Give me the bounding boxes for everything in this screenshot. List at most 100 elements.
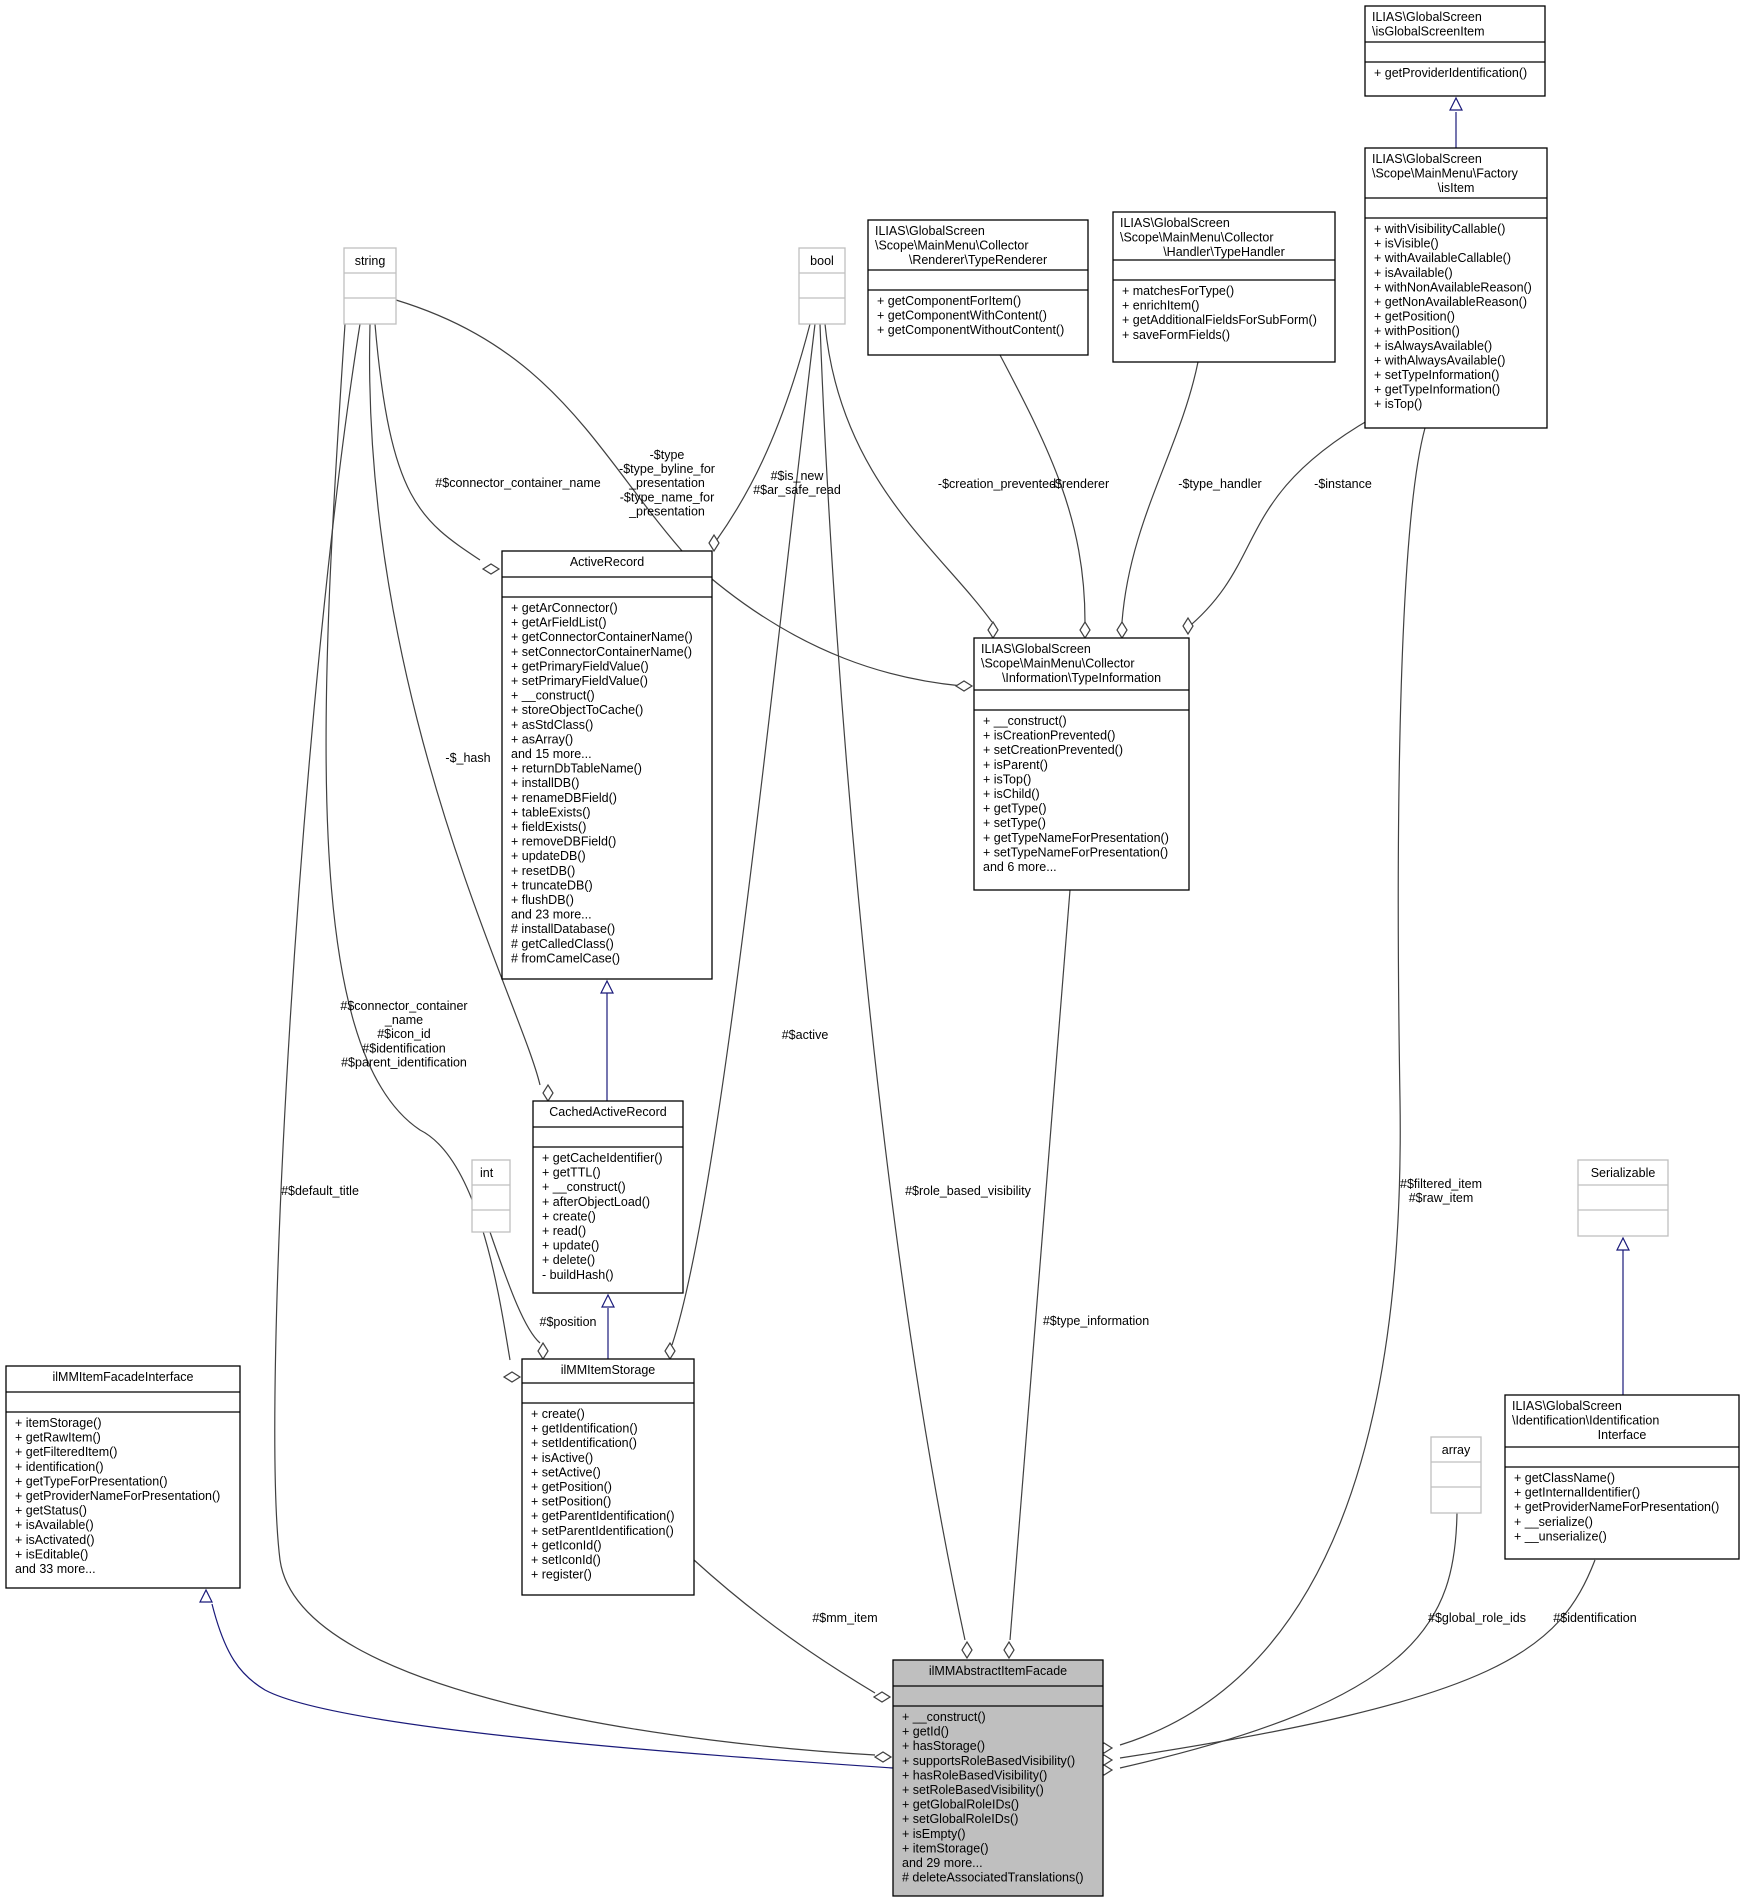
class-member: + setPosition() <box>531 1495 611 1509</box>
class-member: and 33 more... <box>15 1562 96 1576</box>
class-member: + hasStorage() <box>902 1739 985 1753</box>
aggregation-diamond <box>1079 620 1091 640</box>
class-int[interactable]: int <box>471 1159 511 1233</box>
class-active-record[interactable]: ActiveRecord+ getArConnector()+ getArFie… <box>501 550 713 980</box>
edge-label-storage-strings: #$connector_container_name#$icon_id#$ide… <box>340 999 467 1069</box>
class-title-line: CachedActiveRecord <box>549 1105 666 1119</box>
class-member: + hasRoleBasedVisibility() <box>902 1768 1047 1782</box>
class-member: + getPrimaryFieldValue() <box>511 659 649 673</box>
class-member: + getTypeNameForPresentation() <box>983 831 1169 845</box>
aggregation-diamond <box>664 1341 676 1361</box>
class-member: + setActive() <box>531 1465 601 1479</box>
class-string[interactable]: string <box>343 247 397 325</box>
edge-label-active: #$active <box>782 1028 829 1042</box>
class-member: + getArFieldList() <box>511 616 607 630</box>
class-type-handler[interactable]: ILIAS\GlobalScreen\Scope\MainMenu\Collec… <box>1112 211 1336 363</box>
class-member: + withAlwaysAvailable() <box>1374 353 1505 367</box>
class-member: + getGlobalRoleIDs() <box>902 1798 1019 1812</box>
class-title-line: ILIAS\GlobalScreen <box>875 224 985 238</box>
aggregation-diamond <box>537 1341 549 1361</box>
class-member: + flushDB() <box>511 893 574 907</box>
class-member: + setType() <box>983 816 1046 830</box>
class-member: + afterObjectLoad() <box>542 1195 650 1209</box>
aggregation-diamond <box>708 533 720 553</box>
aggregation-diamond <box>873 1751 893 1763</box>
class-member: + isActivated() <box>15 1533 95 1547</box>
class-il-mmabstract-item-facade[interactable]: ilMMAbstractItemFacade+ __construct()+ g… <box>892 1659 1104 1897</box>
edge-label-hash: -$_hash <box>445 751 490 765</box>
class-identification-interface[interactable]: ILIAS\GlobalScreen\Identification\Identi… <box>1504 1394 1740 1560</box>
class-title-line: \Handler\TypeHandler <box>1163 245 1285 259</box>
class-member: + isChild() <box>983 787 1040 801</box>
class-title-line: \Renderer\TypeRenderer <box>909 253 1047 267</box>
inheritance-arrow <box>199 1588 213 1603</box>
class-member: + withAvailableCallable() <box>1374 251 1511 265</box>
class-member: + truncateDB() <box>511 878 593 892</box>
class-member: + __construct() <box>983 714 1067 728</box>
edge-label-filtered-item: #$filtered_item#$raw_item <box>1400 1177 1482 1205</box>
class-member: + isEditable() <box>15 1547 88 1561</box>
class-is-global-screen-item[interactable]: ILIAS\GlobalScreen\isGlobalScreenItem+ g… <box>1364 5 1546 97</box>
edge-label-type: -$type-$type_byline_for_presentation-$ty… <box>619 448 715 518</box>
class-member: + asArray() <box>511 732 573 746</box>
class-member: + setPrimaryFieldValue() <box>511 674 648 688</box>
class-title-line: ActiveRecord <box>570 555 644 569</box>
class-member: + saveFormFields() <box>1122 328 1230 342</box>
aggregation-diamond <box>987 620 999 640</box>
edge-label-type-information: #$type_information <box>1043 1314 1149 1328</box>
aggregation-diamond <box>1116 620 1128 640</box>
class-member: + setGlobalRoleIDs() <box>902 1812 1018 1826</box>
class-is-item[interactable]: ILIAS\GlobalScreen\Scope\MainMenu\Factor… <box>1364 147 1548 429</box>
class-member: + matchesForType() <box>1122 284 1234 298</box>
class-title-line: \Scope\MainMenu\Collector <box>875 239 1029 253</box>
class-type-information[interactable]: ILIAS\GlobalScreen\Scope\MainMenu\Collec… <box>973 637 1190 891</box>
inheritance-arrow <box>1616 1236 1630 1251</box>
aggregation-diamond <box>872 1691 892 1703</box>
class-il-mmitem-storage[interactable]: ilMMItemStorage+ create()+ getIdentifica… <box>521 1358 695 1596</box>
class-serializable[interactable]: Serializable <box>1577 1159 1669 1237</box>
edge-typeinformation-to-facade <box>1009 889 1071 1641</box>
class-member: + setCreationPrevented() <box>983 743 1123 757</box>
class-title-line: \Scope\MainMenu\Factory <box>1372 167 1519 181</box>
edge-storage-to-facade <box>693 1559 876 1694</box>
class-member: # deleteAssociatedTranslations() <box>902 1871 1084 1885</box>
class-name: Serializable <box>1591 1166 1656 1180</box>
class-member: + getIconId() <box>531 1538 602 1552</box>
class-member: + isCreationPrevented() <box>983 729 1115 743</box>
class-il-mmitem-facade-interface[interactable]: ilMMItemFacadeInterface+ itemStorage()+ … <box>5 1365 241 1589</box>
class-member: + __serialize() <box>1514 1515 1593 1529</box>
edge-label-role-based-visibility: #$role_based_visibility <box>905 1184 1032 1198</box>
class-member: + setConnectorContainerName() <box>511 645 692 659</box>
class-member: + itemStorage() <box>15 1416 102 1430</box>
edge-array-to-facade <box>1119 1512 1458 1769</box>
class-title-line: \isGlobalScreenItem <box>1372 25 1485 39</box>
class-member: + isTop() <box>983 772 1031 786</box>
class-member: + isAlwaysAvailable() <box>1374 339 1492 353</box>
class-member: + setTypeInformation() <box>1374 368 1499 382</box>
edge-label-is-new: #$is_new#$ar_safe_read <box>753 469 841 497</box>
edge-labels-layer: -$type-$type_byline_for_presentation-$ty… <box>281 448 1637 1625</box>
class-member: + installDB() <box>511 776 579 790</box>
class-member: + update() <box>542 1239 599 1253</box>
class-type-renderer[interactable]: ILIAS\GlobalScreen\Scope\MainMenu\Collec… <box>867 219 1089 356</box>
class-member: + isEmpty() <box>902 1827 966 1841</box>
class-bool[interactable]: bool <box>798 247 846 325</box>
class-member: + getRawItem() <box>15 1431 101 1445</box>
class-member: + getTypeForPresentation() <box>15 1474 168 1488</box>
class-member: + getIdentification() <box>531 1422 638 1436</box>
class-array[interactable]: array <box>1430 1436 1482 1514</box>
class-member: + getPosition() <box>531 1480 612 1494</box>
class-member: + getTypeInformation() <box>1374 383 1500 397</box>
class-member: # installDatabase() <box>511 922 615 936</box>
class-member: + removeDBField() <box>511 835 616 849</box>
aggregation-diamond <box>481 563 501 575</box>
class-member: + getClassName() <box>1514 1471 1615 1485</box>
aggregation-diamond <box>502 1371 522 1383</box>
class-member: + getParentIdentification() <box>531 1509 675 1523</box>
inheritance-arrow <box>600 979 614 994</box>
edge-int-to-storage <box>489 1231 541 1344</box>
edge-label-position: #$position <box>540 1315 597 1329</box>
class-cached-active-record[interactable]: CachedActiveRecord+ getCacheIdentifier()… <box>532 1100 684 1294</box>
class-member: + withPosition() <box>1374 324 1460 338</box>
